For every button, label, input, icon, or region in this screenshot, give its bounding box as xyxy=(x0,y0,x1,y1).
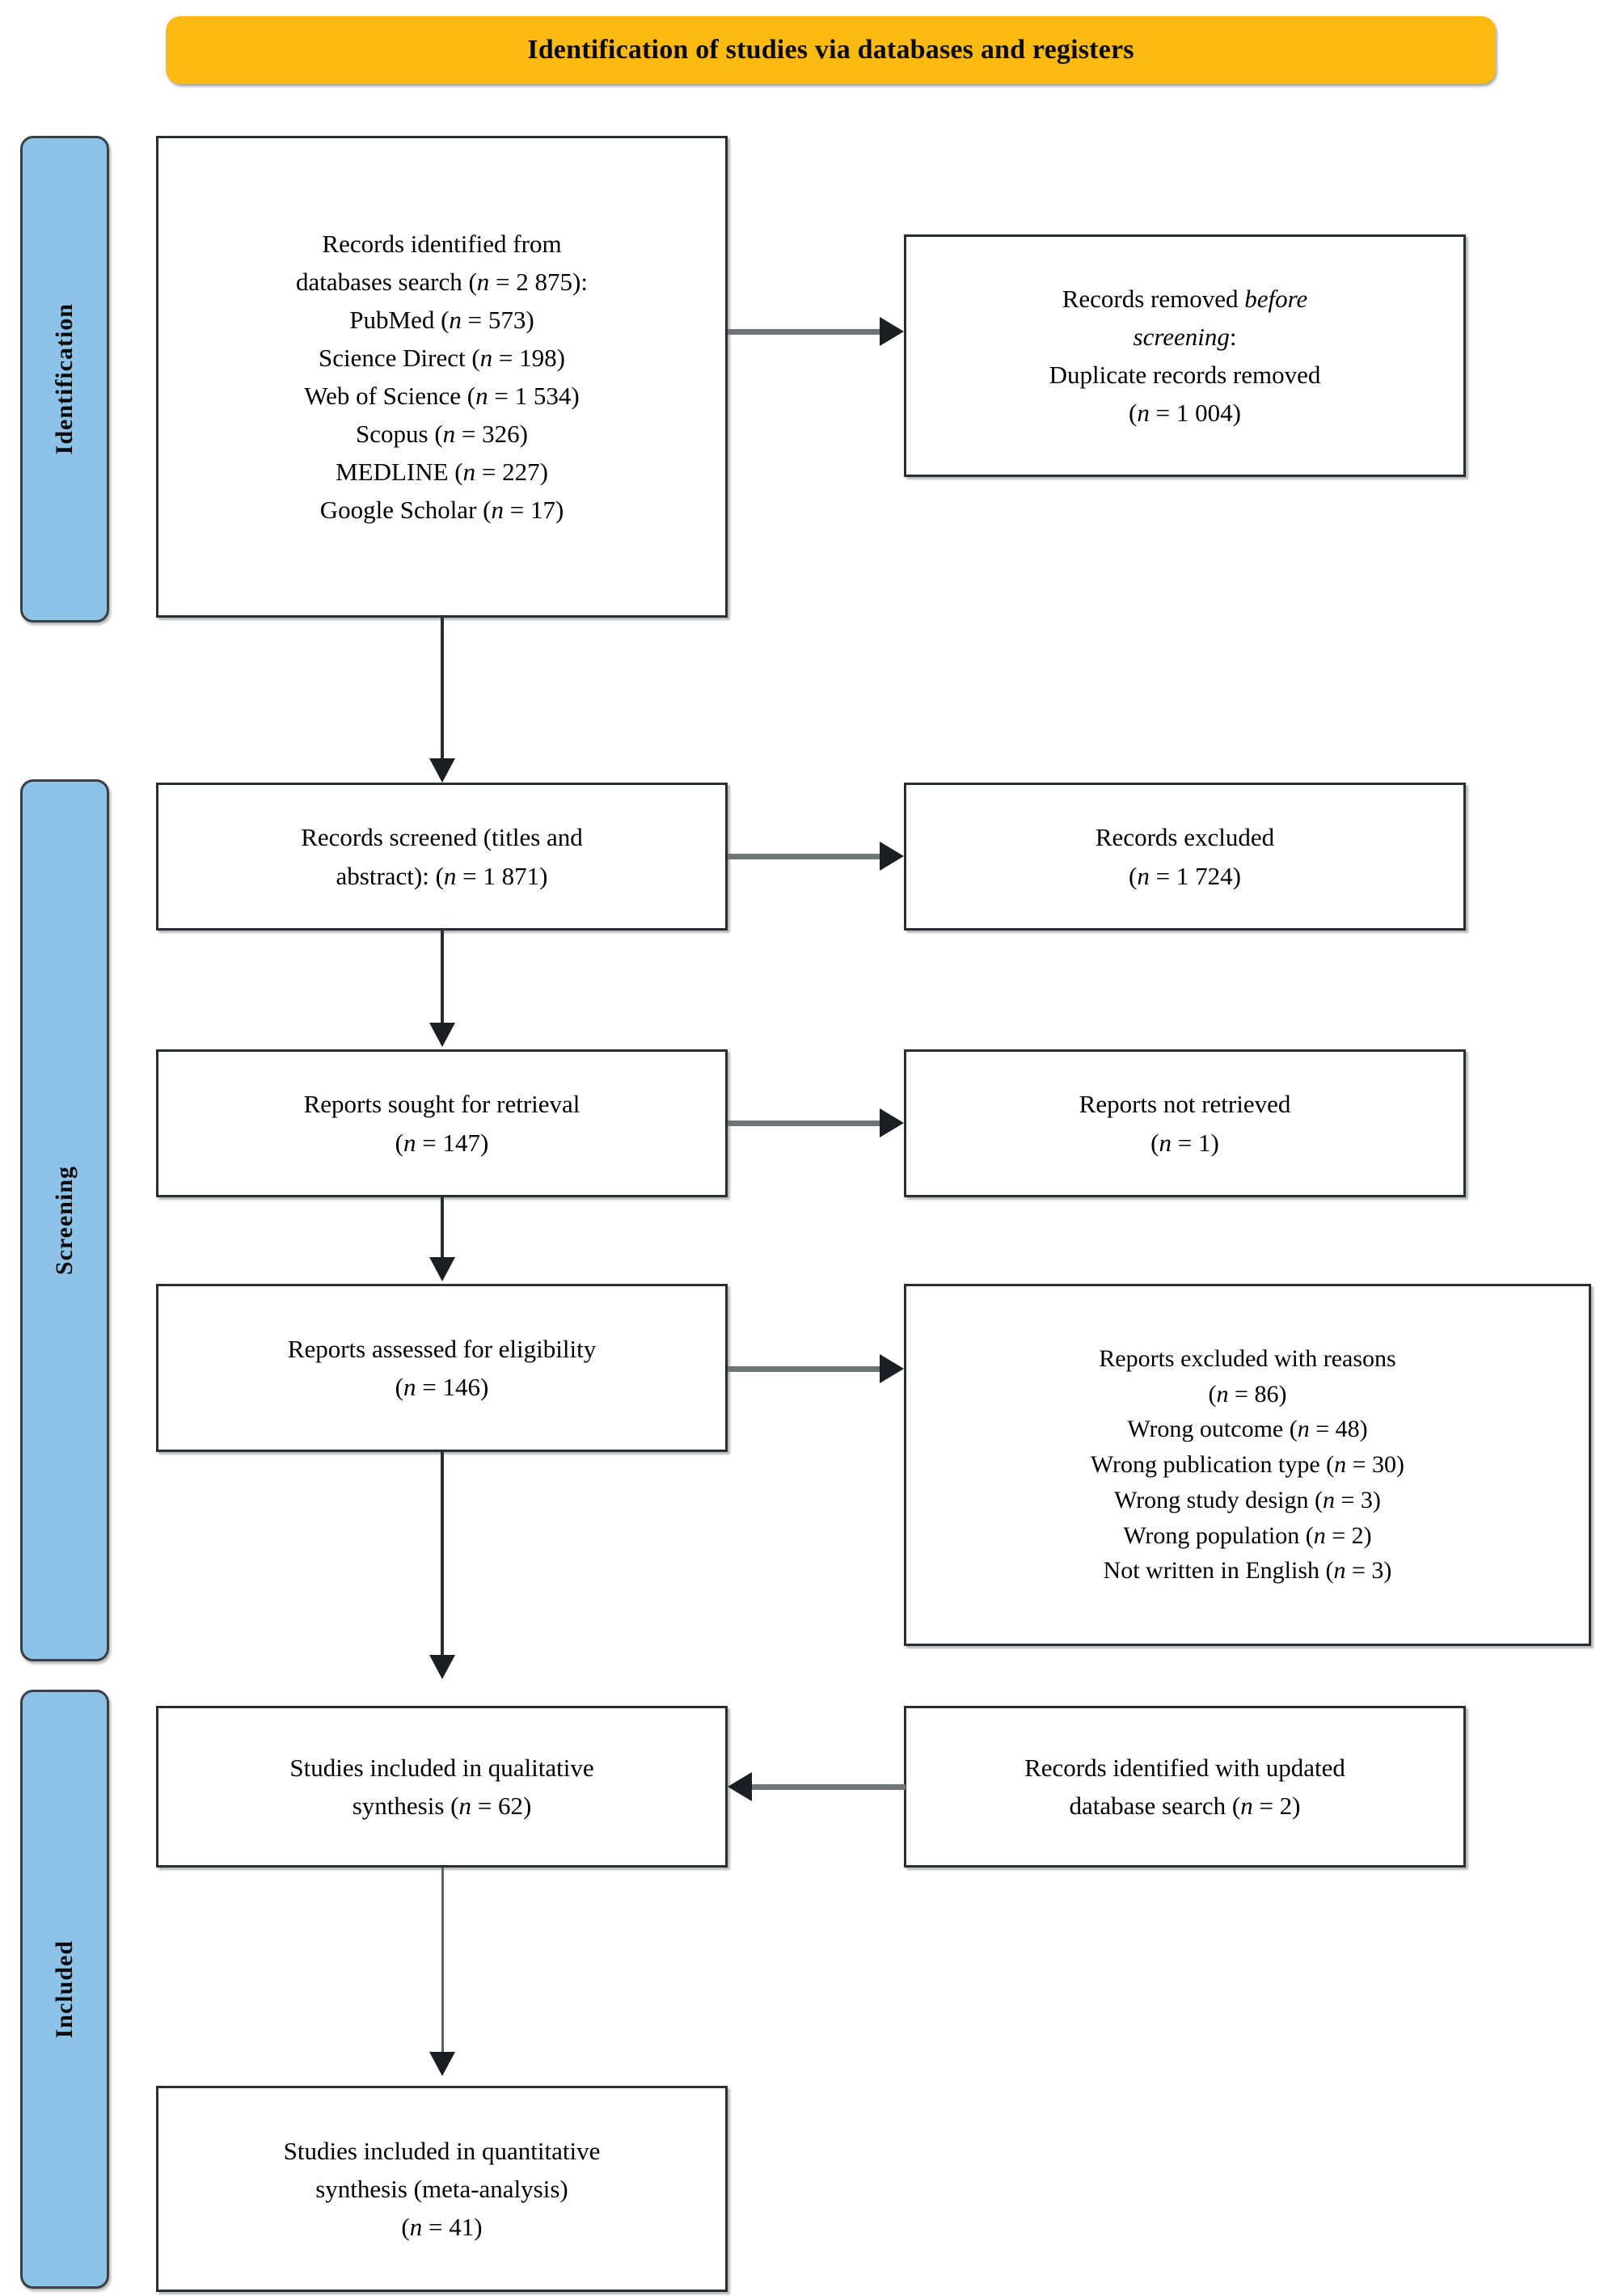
arrow-identified-to-screened xyxy=(429,758,455,783)
reports-excluded-reasons-text: Reports excluded with reasons (n = 86) W… xyxy=(1090,1344,1405,1585)
reports-eligibility-text: Reports assessed for eligibility (n = 14… xyxy=(287,1334,597,1401)
phase-bar-included: Included xyxy=(20,1690,109,2289)
records-identified-box: Records identified from databases search… xyxy=(156,136,728,618)
phase-bar-identification: Identification xyxy=(20,136,109,623)
arrow-eligibility-to-reasons xyxy=(880,1354,904,1383)
studies-quantitative-text: Studies included in quantitative synthes… xyxy=(283,2136,601,2242)
arrow-screened-to-sought xyxy=(429,1023,455,1047)
arrow-eligibility-to-qualitative xyxy=(429,1655,455,1679)
phase-label-identification: Identification xyxy=(51,303,78,455)
records-screened-box: Records screened (titles and abstract): … xyxy=(156,783,728,931)
records-updated-search-text: Records identified with updated database… xyxy=(1024,1753,1345,1820)
records-identified-text: Records identified from databases search… xyxy=(296,229,588,525)
connector-screened-to-excluded xyxy=(728,854,881,859)
diagram-header-banner: Identification of studies via databases … xyxy=(166,16,1496,84)
records-screened-text: Records screened (titles and abstract): … xyxy=(301,823,583,890)
reports-eligibility-box: Reports assessed for eligibility (n = 14… xyxy=(156,1284,728,1452)
records-updated-search-box: Records identified with updated database… xyxy=(904,1706,1466,1868)
connector-sought-to-eligibility xyxy=(441,1197,444,1260)
arrow-updated-to-qualitative xyxy=(728,1772,752,1801)
reports-not-retrieved-box: Reports not retrieved (n = 1) xyxy=(904,1049,1466,1197)
records-removed-box: Records removed before screening: Duplic… xyxy=(904,234,1466,477)
reports-excluded-reasons-box: Reports excluded with reasons (n = 86) W… xyxy=(904,1284,1591,1646)
connector-qualitative-to-quantitative xyxy=(441,1868,444,2055)
connector-screened-to-sought xyxy=(441,931,444,1025)
connector-updated-to-qualitative xyxy=(752,1784,906,1790)
arrow-sought-to-eligibility xyxy=(429,1257,455,1281)
studies-qualitative-box: Studies included in qualitative synthesi… xyxy=(156,1706,728,1868)
phase-bar-screening: Screening xyxy=(20,779,109,1661)
phase-label-screening: Screening xyxy=(51,1165,78,1276)
arrow-qualitative-to-quantitative xyxy=(429,2052,455,2076)
reports-not-retrieved-text: Reports not retrieved (n = 1) xyxy=(1079,1090,1291,1157)
connector-identified-to-screened xyxy=(441,618,444,762)
records-removed-text: Records removed before screening: Duplic… xyxy=(1049,284,1321,428)
connector-eligibility-to-reasons xyxy=(728,1366,881,1372)
records-excluded-box: Records excluded (n = 1 724) xyxy=(904,783,1466,931)
records-excluded-text: Records excluded (n = 1 724) xyxy=(1095,823,1275,890)
reports-sought-box: Reports sought for retrieval (n = 147) xyxy=(156,1049,728,1197)
arrow-screened-to-excluded xyxy=(880,842,904,871)
connector-eligibility-to-qualitative xyxy=(441,1452,444,1657)
arrow-sought-to-notretrieved xyxy=(880,1108,904,1137)
connector-sought-to-notretrieved xyxy=(728,1121,881,1126)
arrow-identified-to-removed xyxy=(880,317,904,346)
connector-identified-to-removed xyxy=(728,329,881,335)
studies-quantitative-box: Studies included in quantitative synthes… xyxy=(156,2086,728,2292)
diagram-title: Identification of studies via databases … xyxy=(527,35,1134,65)
studies-qualitative-text: Studies included in qualitative synthesi… xyxy=(289,1753,594,1820)
phase-label-included: Included xyxy=(51,1939,78,2039)
reports-sought-text: Reports sought for retrieval (n = 147) xyxy=(303,1090,581,1157)
